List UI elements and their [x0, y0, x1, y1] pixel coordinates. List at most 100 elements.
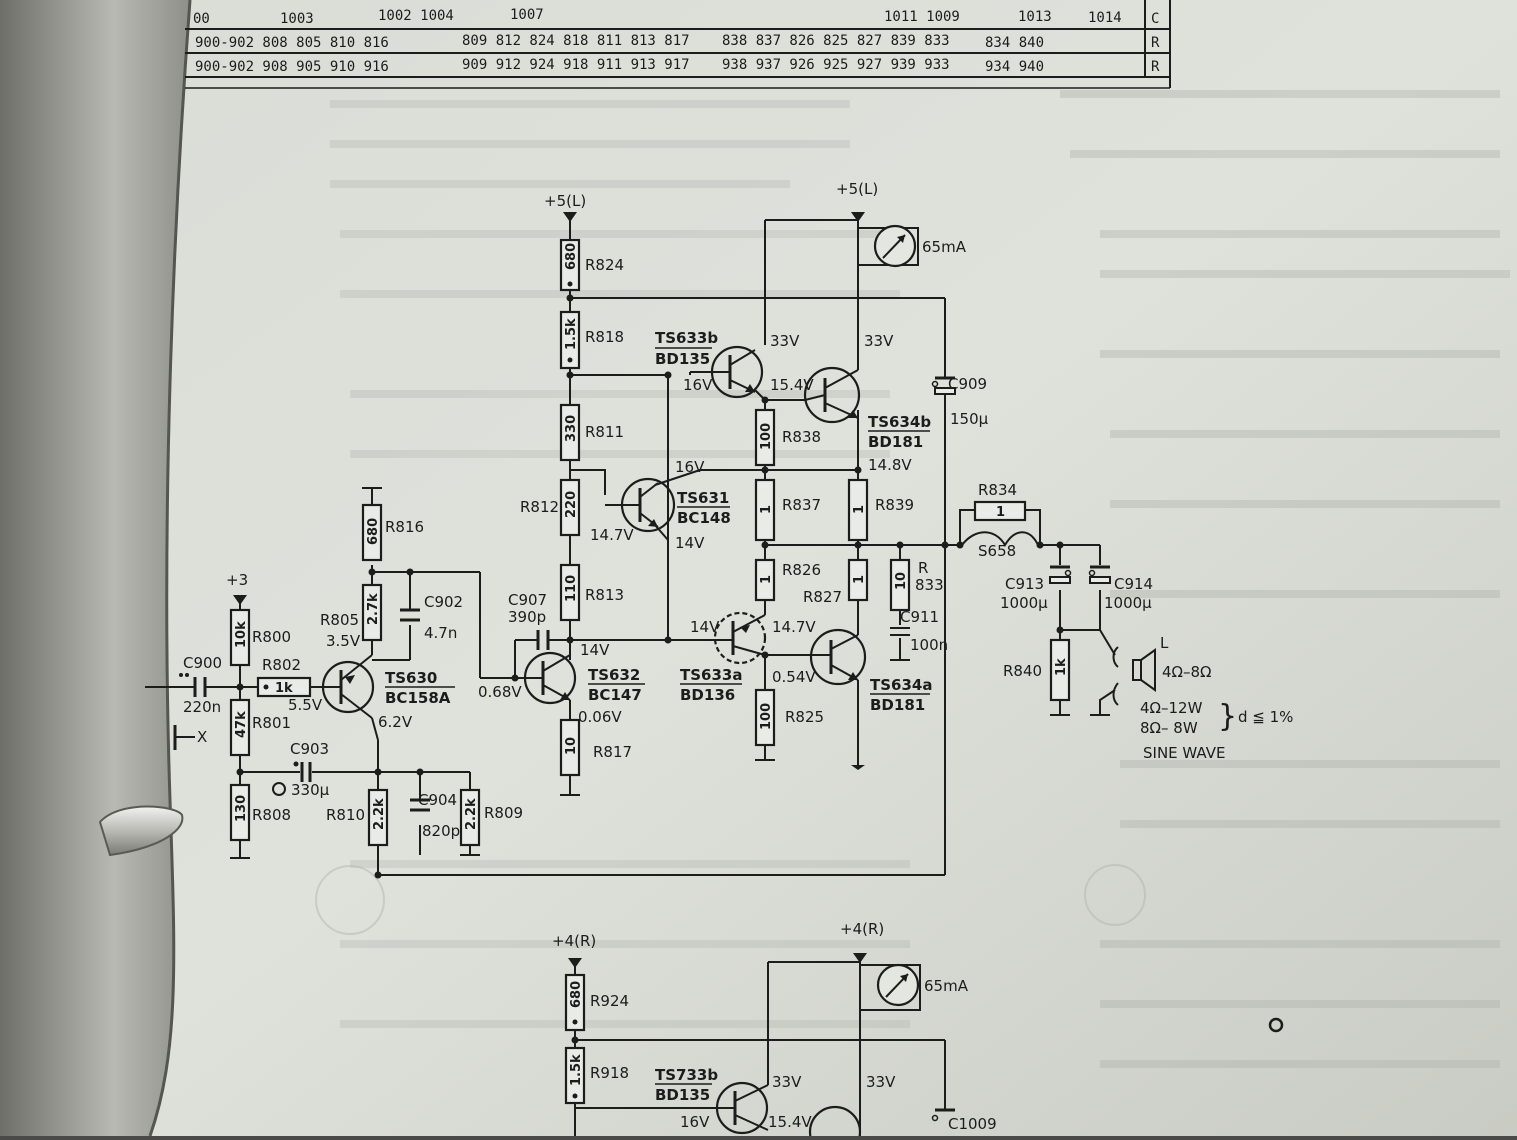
capacitor-c913: C913 1000µ	[1000, 565, 1072, 612]
r802-label: R802	[262, 656, 301, 674]
output-specs: 4Ω–12W 8Ω– 8W } d ≦ 1% SINE WAVE	[1140, 699, 1293, 762]
ts733b-type: BD135	[655, 1086, 710, 1104]
bleed-through-text	[315, 90, 1510, 1068]
resistor-r837: 1 R837	[754, 478, 821, 542]
r824-label: R824	[585, 256, 624, 274]
resistor-r808: 130 R808	[229, 783, 291, 842]
c911-value: 100n	[910, 636, 948, 654]
svg-text:2.2k: 2.2k	[464, 798, 479, 830]
switch-s658: S658	[961, 531, 1039, 560]
voltage-label: 5.5V	[288, 696, 323, 714]
c904-ref: C904	[418, 791, 457, 809]
table-tag: R	[1151, 35, 1160, 51]
svg-text:680: 680	[366, 518, 381, 545]
meter-bottom-label: 65mA	[924, 977, 969, 995]
capacitor-c909: C909 150µ	[931, 375, 989, 428]
table-tag: C	[1151, 11, 1159, 27]
r834-label: R834	[978, 481, 1017, 499]
table-cell: 1002 1004	[378, 8, 454, 24]
svg-text:2.2k: 2.2k	[372, 798, 387, 830]
c914-value: 1000µ	[1104, 594, 1152, 612]
resistor-r817: 10 R817	[559, 718, 632, 777]
voltage-label: 14.7V	[590, 526, 634, 544]
r808-label: R808	[252, 806, 291, 824]
transistor-ts634b: TS634b BD181	[803, 366, 931, 451]
svg-text:1.5k: 1.5k	[569, 1054, 584, 1086]
r825-label: R825	[785, 708, 824, 726]
capacitor-c907: C907 390p	[508, 591, 550, 650]
ts631-ref: TS631	[677, 489, 729, 507]
voltage-label: 0.06V	[578, 708, 622, 726]
r805-label: R805	[320, 611, 359, 629]
voltage-label: 14V	[690, 618, 720, 636]
pen-mark	[1268, 1017, 1284, 1033]
c904-value: 820p	[422, 822, 460, 840]
ts633a-type: BD136	[680, 686, 735, 704]
svg-text:2.7k: 2.7k	[366, 593, 381, 625]
capacitor-c1009: C1009	[931, 1108, 997, 1133]
table-tag: R	[1151, 59, 1160, 75]
ammeter-top: 65mA	[857, 224, 967, 268]
ts633a-ref: TS633a	[680, 666, 742, 684]
table-cell: 938 937 926 925 927 939 933	[722, 57, 950, 73]
r826-label: R826	[782, 561, 821, 579]
c900-ref: C900	[183, 654, 222, 672]
svg-text:1: 1	[759, 575, 774, 584]
resistor-r827: 1 R827	[803, 558, 869, 606]
capacitor-c903: C903 330µ	[272, 740, 330, 799]
r918-label: R918	[590, 1064, 629, 1082]
c909-value: 150µ	[950, 410, 989, 428]
ts634b-ref: TS634b	[868, 413, 931, 431]
ts633b-type: BD135	[655, 350, 710, 368]
voltage-label: 14.7V	[772, 618, 816, 636]
r810-label: R810	[326, 806, 365, 824]
table-cell: 1011 1009	[884, 9, 960, 25]
resistor-r833: 10 R 833	[889, 558, 944, 612]
r827-label: R827	[803, 588, 842, 606]
r813-label: R813	[585, 586, 624, 604]
resistor-r801: 47k R801	[229, 698, 291, 757]
svg-text:1: 1	[759, 505, 774, 514]
r812-label: R812	[520, 498, 559, 516]
ts733b-ref: TS733b	[655, 1066, 718, 1084]
voltage-label: 16V	[675, 458, 705, 476]
c900-value: 220n	[183, 698, 221, 716]
c909-ref: C909	[948, 375, 987, 393]
distortion-spec: d ≦ 1%	[1238, 708, 1293, 726]
resistor-r811: 330 R811	[559, 403, 624, 462]
resistor-r813: 110 R813	[559, 563, 624, 622]
table-cell: 00	[193, 11, 210, 27]
r800-label: R800	[252, 628, 291, 646]
resistor-r825: 100 R825	[754, 688, 824, 747]
r811-label: R811	[585, 423, 624, 441]
r816-label: R816	[385, 518, 424, 536]
capacitor-c914: C914 1000µ	[1088, 565, 1153, 612]
resistor-r818: 1.5k R818	[559, 310, 624, 370]
ts630-ref: TS630	[385, 669, 437, 687]
svg-text:110: 110	[564, 575, 579, 602]
svg-text:1k: 1k	[275, 681, 293, 696]
c913-ref: C913	[1005, 575, 1044, 593]
resistor-r824: 680 R824	[559, 238, 624, 292]
resistor-r839: 1 R839	[847, 478, 914, 542]
r838-label: R838	[782, 428, 821, 446]
capacitor-c900: C900 220n	[183, 654, 222, 716]
voltage-label: 16V	[680, 1113, 710, 1131]
voltage-label: 14V	[580, 641, 610, 659]
input-connector: X	[173, 673, 207, 750]
svg-text:1: 1	[852, 575, 867, 584]
resistor-r816: 680 R816	[361, 503, 424, 562]
resistor-r918: 1.5k R918	[564, 1046, 629, 1105]
ts630-type: BC158A	[385, 689, 451, 707]
c907-value: 390p	[508, 608, 546, 626]
ts631-type: BC148	[677, 509, 731, 527]
resistor-r838: 100 R838	[754, 408, 821, 467]
resistor-r840: 1k R840	[1003, 638, 1071, 702]
ts633b-ref: TS633b	[655, 329, 718, 347]
facing-page	[0, 0, 190, 1136]
voltage-label: 33V	[866, 1073, 896, 1091]
ts632-ref: TS632	[588, 666, 640, 684]
resistor-r834: 1 R834	[973, 481, 1027, 522]
